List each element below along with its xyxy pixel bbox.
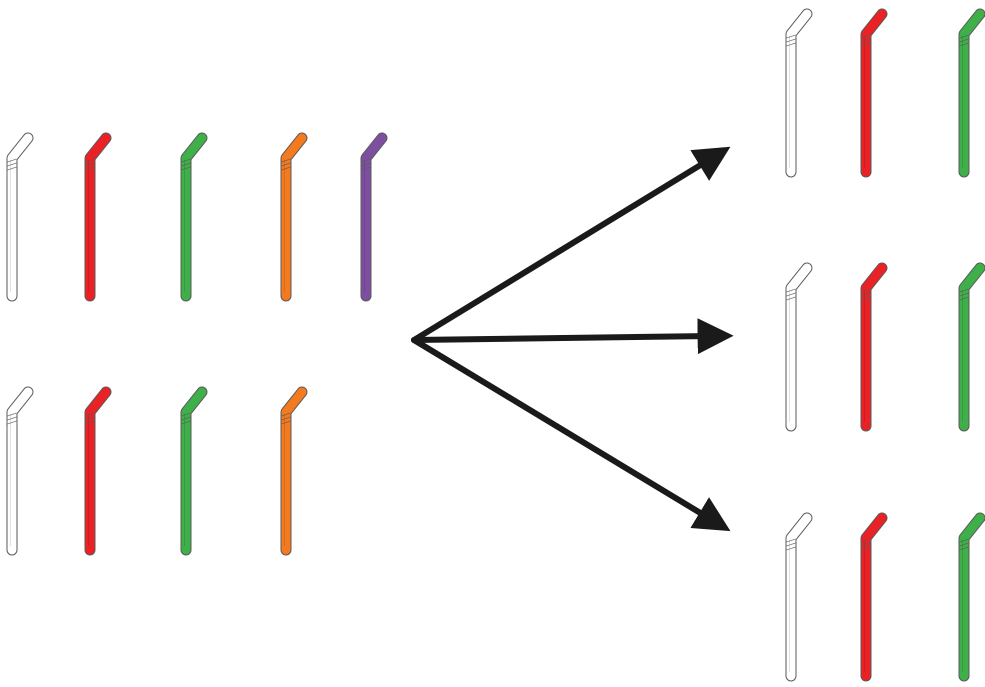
arrow-group [414,158,712,520]
top-group-straw-1 [787,14,808,172]
middle-group-straw-2 [862,268,883,426]
bottom-group-straw-1 [787,518,808,676]
straw-row1-1 [8,138,29,296]
middle-group-straw-1 [787,268,808,426]
arrow-middle-group [414,336,712,340]
straw-row2-4 [282,392,303,550]
source-straw-group [8,138,383,550]
arrow-bottom-group [414,340,712,520]
straw-row2-1 [8,392,29,550]
bottom-group [787,518,981,676]
straw-row1-5 [362,138,383,296]
straw-row2-3 [182,392,203,550]
bottom-group-straw-2 [862,518,883,676]
bottom-group-straw-3 [960,518,981,676]
top-group [787,14,981,172]
source-row-1 [8,138,383,296]
middle-group [787,268,981,426]
straw-row1-3 [182,138,203,296]
top-group-straw-3 [960,14,981,172]
straw-row2-2 [86,392,107,550]
target-straw-groups [787,14,981,676]
top-group-straw-2 [862,14,883,172]
arrow-top-group [414,158,712,340]
middle-group-straw-3 [960,268,981,426]
source-row-2 [8,392,303,550]
straw-row1-2 [86,138,107,296]
straw-row1-4 [282,138,303,296]
